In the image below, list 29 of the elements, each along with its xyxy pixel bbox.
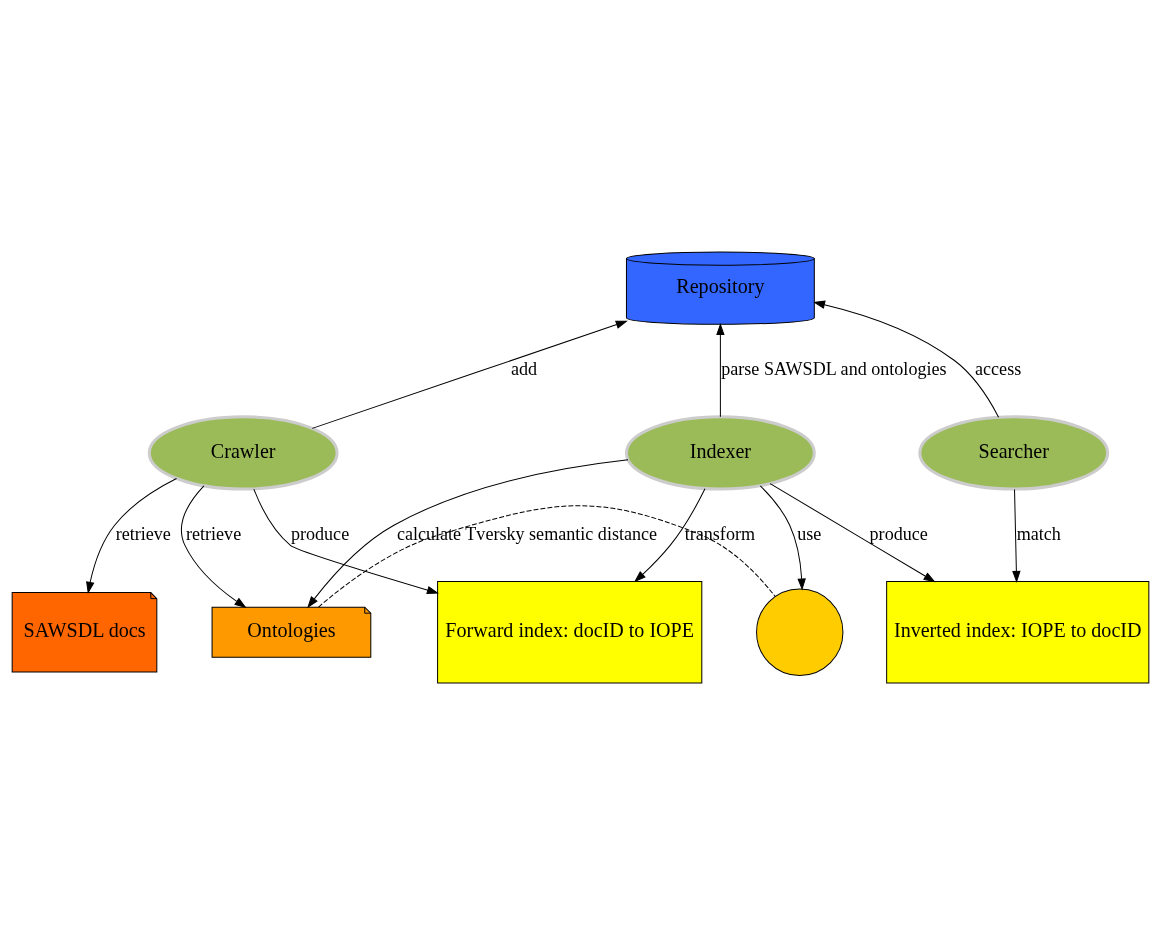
edge-label: retrieve — [185, 523, 242, 544]
arrow — [311, 320, 627, 429]
edge-label: use — [797, 523, 822, 544]
arrow — [307, 458, 629, 608]
node-box: Inverted index: IOPE to docID — [886, 580, 1150, 683]
arrow — [716, 323, 725, 417]
edge-label: match — [1016, 523, 1061, 544]
edge-label: access — [975, 358, 1022, 379]
edge-label: add — [510, 358, 538, 379]
edge-label: produce — [869, 523, 928, 544]
node-ellipse: Indexer — [624, 414, 816, 491]
arrow — [769, 482, 935, 582]
arrow — [253, 488, 439, 594]
edge-label: calculate Tversky semantic distance — [396, 523, 658, 544]
arrow — [759, 484, 806, 590]
arrow — [814, 300, 1000, 418]
edge-label: retrieve — [115, 523, 171, 544]
node-ellipse: Searcher — [918, 414, 1110, 491]
arrow — [180, 484, 246, 608]
edge-label: produce — [290, 523, 350, 544]
edge-label: parse SAWSDL and ontologies — [721, 358, 947, 379]
connector — [318, 504, 776, 608]
arrow — [1012, 488, 1021, 582]
arrow — [86, 477, 177, 593]
node-box: Forward index: docID to IOPE — [437, 580, 703, 683]
arrow — [634, 487, 706, 582]
node-ellipse: Crawler — [147, 414, 339, 491]
edge-label: transform — [684, 523, 756, 544]
node-circle — [756, 588, 844, 676]
